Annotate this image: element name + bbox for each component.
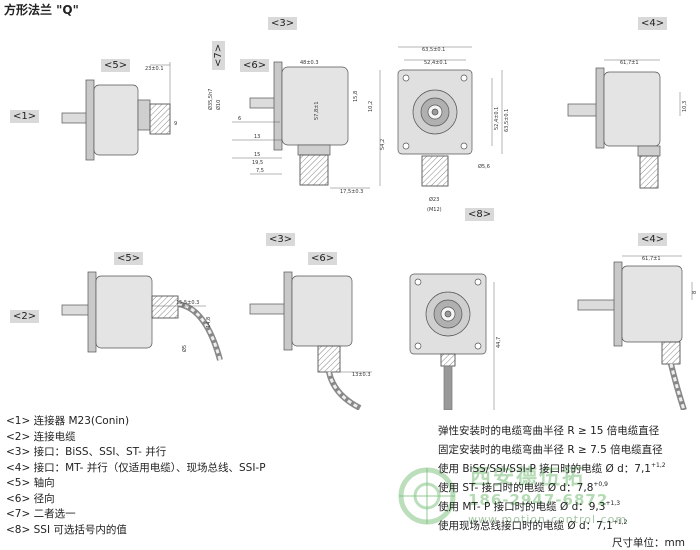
dim-label: Ø10 (215, 100, 222, 110)
legend-item: <4> 接口：MT- 并行（仅适用电缆）、现场总线、SSI-P (6, 461, 266, 474)
encoder-axial-cable-view (61, 271, 223, 361)
dim-label: 13±0.3 (352, 372, 371, 378)
dim-label: 13 (254, 134, 260, 140)
dim-label: Ø5,6 (478, 163, 490, 170)
dim-label: Ø5 (181, 345, 188, 352)
dim-label: 19,5 (252, 160, 263, 166)
view-tag-3: <3> (266, 233, 296, 246)
view-tag-8: <8> (465, 208, 495, 221)
encoder-front-cable-view (409, 273, 495, 410)
dim-label: 44,7 (496, 337, 502, 348)
legend-item: <1> 连接器 M23(Conin) (6, 415, 130, 427)
dim-label: 8 (692, 291, 698, 294)
technical-drawing: 23±0.1 9 48±0.3 15,8 57,8±1 Ø35,5h7 Ø10 … (61, 46, 698, 410)
dim-label: 7,5 (256, 168, 264, 174)
dim-label: 15,5±0.3 (176, 300, 199, 306)
note-line: 固定安装时的电缆弯曲半径 R ≥ 7.5 倍电缆直径 (438, 444, 663, 456)
units-label: 尺寸单位：mm (612, 537, 685, 549)
dim-label: 15 (254, 152, 260, 158)
cable-notes: 弹性安装时的电缆弯曲半径 R ≥ 15 倍电缆直径 固定安装时的电缆弯曲半径 R… (438, 420, 666, 534)
view-tag-6: <6> (240, 59, 270, 72)
legend: <1> 连接器 M23(Conin) <2> 连接电缆 <3> 接口：BiSS、… (6, 414, 266, 538)
view-tag-6: <6> (308, 252, 338, 265)
dim-label: 52,4±0.1 (494, 107, 500, 130)
dim-label: 14,8 (206, 317, 212, 328)
legend-item: <8> SSI 可选括号内的值 (6, 523, 127, 536)
encoder-radial-connector-view (232, 61, 370, 189)
view-tag-5: <5> (114, 252, 144, 265)
view-tag-1: <1> (10, 110, 40, 123)
note-line: 使用 MT- P 接口时的电缆 Ø d：9,3+1,3 (438, 500, 621, 513)
dim-label: 23±0.1 (145, 66, 164, 72)
note-line: 使用 ST- 接口时的电缆 Ø d：7,8+0,9 (438, 481, 608, 494)
view-tag-4: <4> (638, 17, 668, 30)
dim-label: 6 (238, 116, 241, 122)
watermark-website: www.motion-control.com (468, 513, 628, 526)
dim-label: (M12) (427, 207, 442, 213)
dim-label: 61,7±1 (620, 60, 639, 66)
dim-label: 63,5±0.1 (422, 47, 445, 53)
dim-label: 10,2 (368, 101, 374, 112)
legend-item: <2> 连接电缆 (6, 430, 76, 443)
watermark-logo-icon (398, 467, 456, 525)
legend-item: <5> 轴向 (6, 477, 55, 489)
dim-label: 52,4±0.1 (424, 60, 447, 66)
view-tag-3: <3> (268, 17, 298, 30)
legend-item: <7> 二者选一 (6, 508, 76, 520)
encoder-axial-connector-view (61, 62, 171, 161)
dim-label: 54,2 (380, 139, 386, 150)
note-line: 使用 BiSS/SSI/SSI-P 接口时的电缆 Ø d：7,1+1,2 (438, 462, 666, 475)
note-line: 弹性安装时的电缆弯曲半径 R ≥ 15 倍电缆直径 (438, 425, 660, 437)
encoder-radial-cable-view (249, 271, 372, 410)
view-tag-5: <5> (101, 59, 131, 72)
watermark-phone: 186-2947-6872 (468, 491, 609, 509)
dim-label: 15,8 (353, 91, 359, 102)
encoder-front-flange-view (379, 46, 503, 187)
legend-item: <3> 接口：BiSS、SSI、ST- 并行 (6, 446, 167, 458)
dim-label: 63,5±0.1 (504, 109, 510, 132)
watermark: 西安德伍拓 186-2947-6872 www.motion-control.c… (378, 448, 698, 548)
view-tag-2: <2> (10, 310, 40, 323)
dim-label: Ø35,5h7 (207, 89, 214, 110)
dim-label: 57,8±1 (314, 101, 320, 120)
encoder-side-view-row2 (577, 255, 693, 410)
page-title: 方形法兰 "Q" (4, 3, 79, 17)
dim-label: 17,5±0.3 (340, 189, 363, 195)
view-tag-7: <7> (212, 40, 225, 70)
dim-label: 10,3 (682, 101, 688, 112)
view-tag-4: <4> (638, 233, 668, 246)
dim-label: 9 (174, 121, 177, 127)
note-line: 使用现场总线接口时的电缆 Ø d：7,1+1,2 (438, 519, 628, 532)
watermark-company: 西安德伍拓 (470, 465, 585, 489)
legend-item: <6> 径向 (6, 492, 55, 505)
dim-label: 61,7±1 (642, 256, 661, 262)
dim-label: 48±0.3 (300, 60, 319, 66)
encoder-side-view-row1 (567, 59, 681, 189)
dim-label: Ø23 (429, 196, 439, 203)
